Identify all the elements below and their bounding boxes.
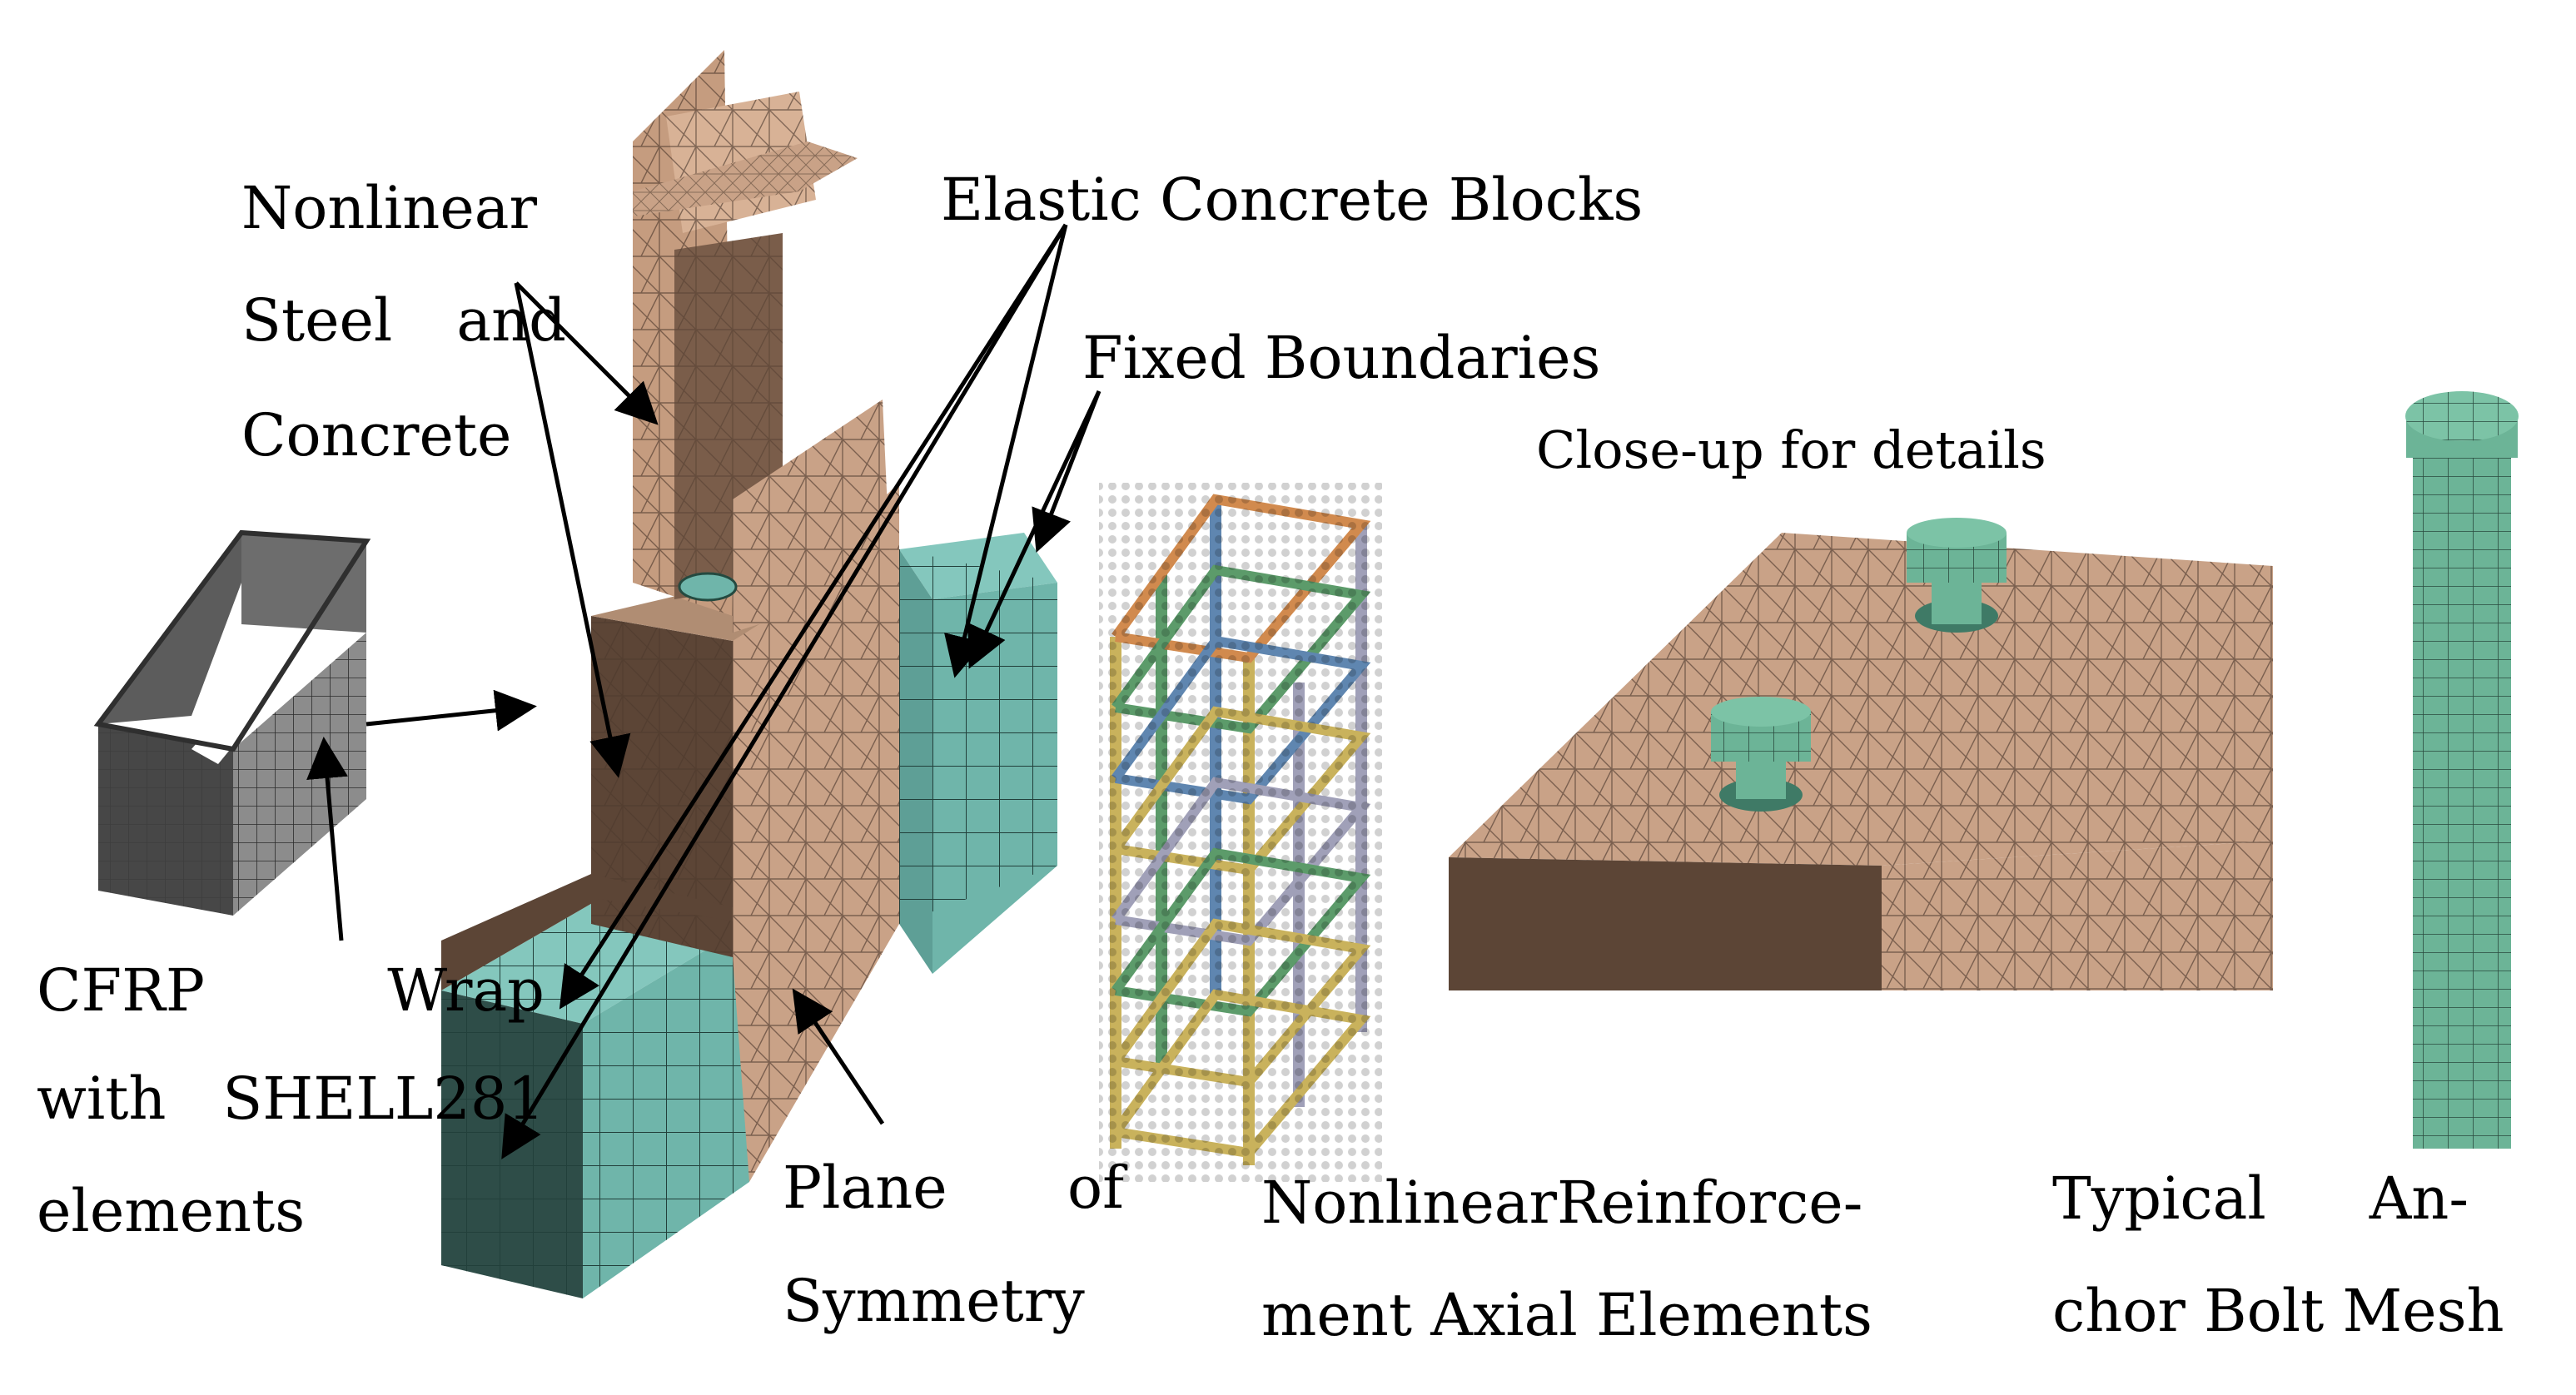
- arrow-icon: [306, 223, 1102, 1159]
- elastic-block-back: [899, 533, 1057, 974]
- label-nonlinear-steel-line2: Steel and: [241, 291, 566, 350]
- label-reinforcement-line1: Nonlinear Reinforce-: [1261, 1169, 1862, 1237]
- label-reinforcement-word-nonlinear: Nonlinear: [1261, 1169, 1557, 1237]
- label-cfrp-word-shell281: SHELL281: [222, 1065, 545, 1133]
- closeup-bolt-1: [1907, 518, 2007, 633]
- closeup-bolt-2: [1711, 697, 1811, 812]
- label-cfrp-word-cfrp: CFRP: [37, 956, 205, 1025]
- label-cfrp-line1: CFRP Wrap: [37, 961, 545, 1020]
- label-nonlinear-steel-line3: Concrete: [241, 401, 512, 469]
- label-plane-word-of: of: [1067, 1154, 1124, 1222]
- cfrp-top-rim: [93, 529, 371, 752]
- label-plane-line1: Plane of: [783, 1159, 1124, 1217]
- cfrp-front-face-mesh: [98, 724, 233, 916]
- label-anchor-word-typical: Typical: [2052, 1164, 2266, 1233]
- cfrp-side-face-mesh: [233, 633, 366, 916]
- label-cfrp-word-with: with: [37, 1065, 167, 1133]
- label-reinforcement-line2: ment Axial Elements: [1261, 1281, 1872, 1349]
- label-cfrp-line3: elements: [37, 1177, 306, 1245]
- steel-column: [633, 50, 891, 633]
- anchor-bolt: [2405, 391, 2519, 1149]
- cfrp-back-face: [241, 533, 366, 633]
- closeup-slab: [1449, 518, 2273, 990]
- label-fixed-boundaries: Fixed Boundaries: [1082, 324, 1601, 392]
- label-closeup-details: Close-up for details: [1536, 419, 2046, 480]
- nonlinear-concrete: [441, 483, 899, 1182]
- label-anchor-word-an: An-: [2369, 1164, 2469, 1233]
- label-cfrp-line2: with SHELL281: [37, 1070, 545, 1128]
- label-nonlinear-steel-word-steel: Steel: [241, 286, 393, 355]
- label-plane-line2: Symmetry: [783, 1267, 1085, 1335]
- label-nonlinear-steel-word-and: and: [456, 286, 566, 355]
- label-plane-word-plane: Plane: [783, 1154, 947, 1222]
- label-reinforcement-word-reinforce: Reinforce-: [1556, 1169, 1863, 1237]
- label-cfrp-word-wrap: Wrap: [387, 956, 545, 1025]
- cfrp-wrap: [93, 529, 371, 916]
- label-nonlinear-steel-line1: Nonlinear: [241, 174, 537, 242]
- label-anchor-line1: Typical An-: [2052, 1169, 2469, 1228]
- label-anchor-line2: chor Bolt Mesh: [2052, 1277, 2504, 1345]
- reinforcement-cage: [1099, 483, 1382, 1182]
- label-elastic-concrete-blocks: Elastic Concrete Blocks: [941, 166, 1644, 234]
